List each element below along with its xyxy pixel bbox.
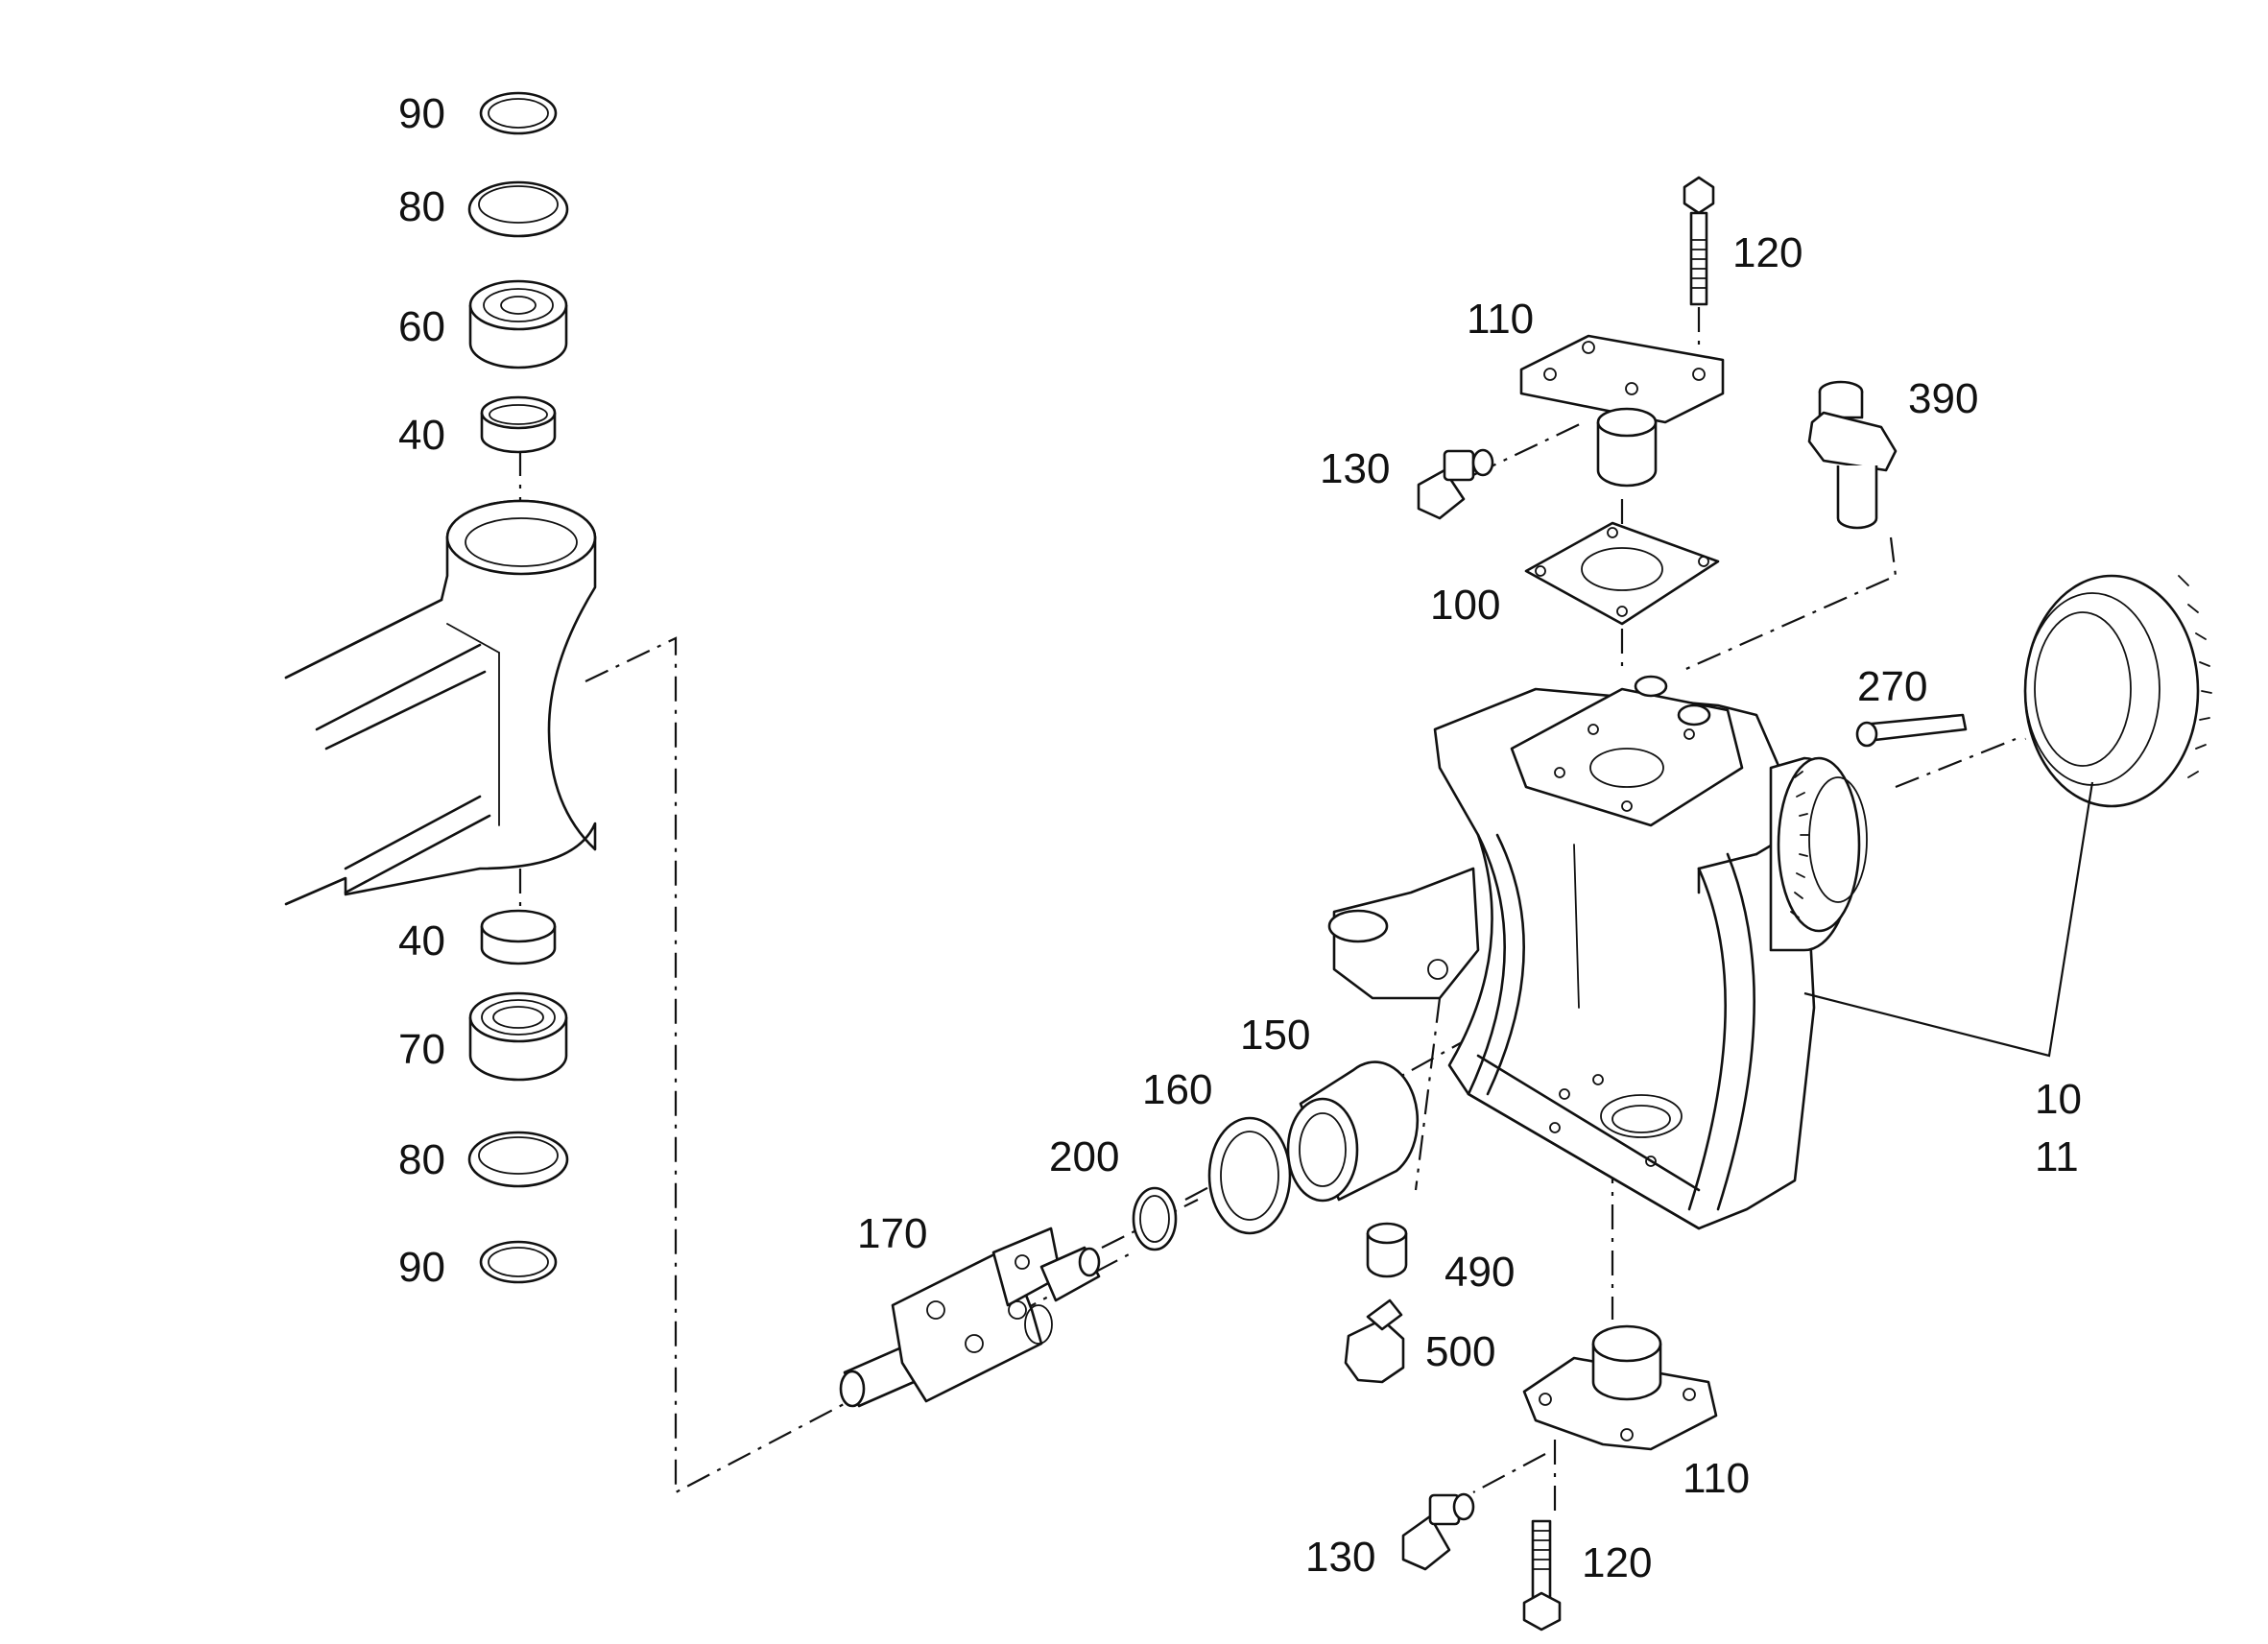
kingpin-cap-110-top	[1519, 334, 1725, 488]
callout-40-top: 40	[398, 412, 445, 459]
bolt-120-bottom	[1522, 1519, 1562, 1632]
callout-11: 11	[2035, 1133, 2079, 1180]
bolt-120-top	[1683, 176, 1715, 306]
grease-nipple-130-top	[1417, 448, 1494, 520]
sensor-390	[1807, 380, 1898, 530]
callout-200: 200	[1049, 1133, 1119, 1180]
callout-150: 150	[1240, 1012, 1310, 1059]
callout-100: 100	[1430, 582, 1500, 629]
gasket-100	[1524, 521, 1720, 626]
plug-500	[1344, 1299, 1405, 1384]
callout-490: 490	[1444, 1249, 1515, 1296]
seal-80-top	[467, 180, 569, 238]
seal-160	[1207, 1116, 1292, 1235]
callout-170: 170	[857, 1210, 927, 1257]
bushing-40-top	[480, 395, 557, 454]
bushing-150	[1286, 1060, 1420, 1203]
grease-nipple-130-bottom	[1401, 1492, 1475, 1571]
callout-90-top: 90	[398, 90, 445, 137]
callout-60: 60	[398, 303, 445, 350]
callout-70: 70	[398, 1026, 445, 1073]
callout-110-top: 110	[1467, 296, 1534, 343]
callout-80-top: 80	[398, 183, 445, 230]
callout-500: 500	[1425, 1328, 1495, 1375]
axle-housing	[284, 499, 597, 906]
callout-40-bottom: 40	[398, 917, 445, 965]
plug-490	[1366, 1222, 1408, 1278]
seal-ring-10-11	[2023, 574, 2212, 808]
callout-labels: 90 80 60 40 40 70 80 90 120 110 130 390 …	[398, 90, 2082, 1586]
bearing-60	[468, 279, 568, 369]
seal-80-bottom	[467, 1131, 569, 1188]
callout-160: 160	[1142, 1066, 1212, 1113]
callout-80-bottom: 80	[398, 1136, 445, 1183]
callout-110-bottom: 110	[1683, 1455, 1750, 1502]
leader-lines-10-11	[1803, 781, 2094, 1058]
kingpin-cap-110-bottom	[1522, 1324, 1718, 1451]
callout-120-bottom: 120	[1582, 1539, 1652, 1586]
callout-90-bottom: 90	[398, 1244, 445, 1291]
steering-knuckle	[1327, 675, 1868, 1230]
callout-270: 270	[1857, 663, 1927, 710]
callout-120-top: 120	[1732, 229, 1802, 276]
callout-130-top: 130	[1320, 445, 1390, 492]
callout-390: 390	[1908, 375, 1978, 422]
bushing-40-bottom	[480, 909, 557, 965]
callout-130-bottom: 130	[1305, 1534, 1375, 1581]
ring-90-top	[479, 91, 558, 135]
pin-270	[1855, 713, 1968, 748]
universal-joint-170	[839, 1227, 1101, 1408]
ring-90-bottom	[479, 1240, 558, 1284]
callout-10: 10	[2035, 1076, 2082, 1123]
bearing-70	[468, 991, 568, 1082]
o-ring-200	[1132, 1186, 1178, 1251]
